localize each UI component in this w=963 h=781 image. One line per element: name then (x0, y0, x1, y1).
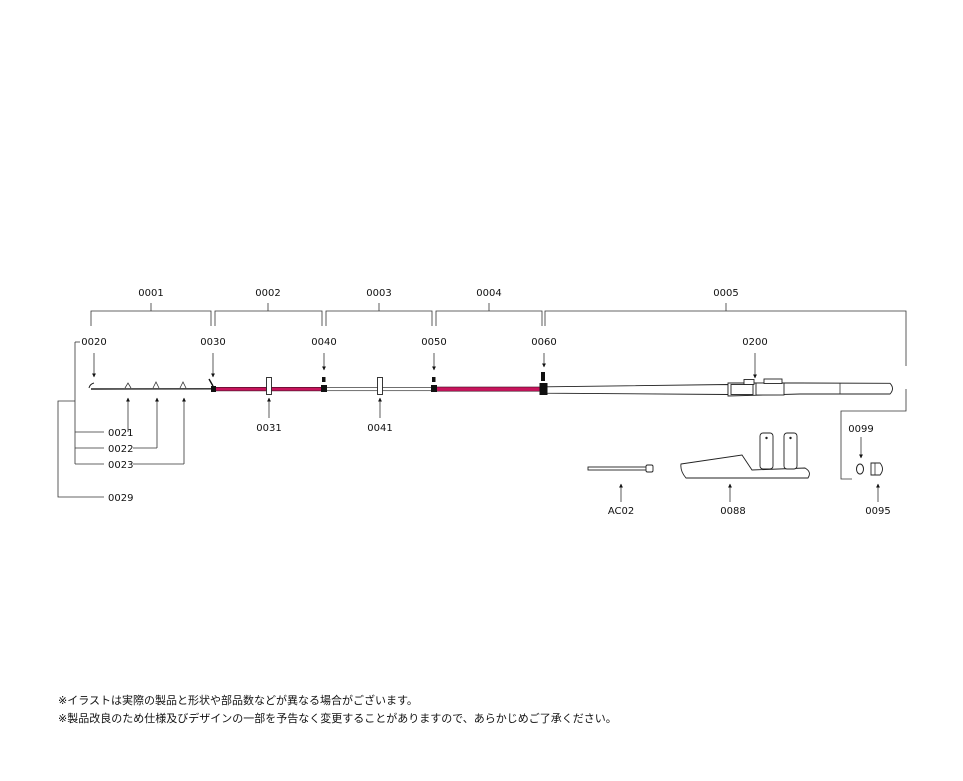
joint-label-0060: 0060 (531, 337, 556, 348)
reel-seat (730, 378, 785, 396)
tip-guides (124, 381, 187, 389)
tip-guide-leaders (57, 341, 186, 498)
guide-label-0031: 0031 (256, 423, 281, 434)
joint-labels: 0020 0030 0040 0050 0060 0200 (81, 337, 767, 348)
guide-0041-part (377, 377, 383, 395)
joint-arrows (92, 353, 757, 379)
fishing-rod (88, 372, 893, 397)
accessory-0099-0095 (840, 389, 907, 502)
section-brackets (90, 303, 907, 366)
guide-0031-part (266, 377, 272, 395)
accessory-label-0088: 0088 (720, 506, 745, 517)
guide-label-0041: 0041 (367, 423, 392, 434)
guide-leaders (267, 397, 382, 418)
joint-label-0040: 0040 (311, 337, 336, 348)
tip-guide-labels: 0021 0022 0023 0029 (108, 428, 133, 504)
joint-label-0020: 0020 (81, 337, 106, 348)
section-label-0003: 0003 (366, 288, 391, 299)
rod-section-0005 (545, 384, 729, 395)
note-spec-change: ※製品改良のため仕様及びデザインの一部を予告なく変更することがありますので、あら… (58, 712, 617, 725)
accessory-label-0099: 0099 (848, 424, 873, 435)
rod-tip (88, 382, 95, 389)
section-labels: 0001 0002 0003 0004 0005 (138, 288, 738, 299)
accessory-label-0095: 0095 (865, 506, 890, 517)
accessory-label-ac02: AC02 (608, 506, 634, 517)
section-label-0004: 0004 (476, 288, 501, 299)
note-illustration: ※イラストは実際の製品と形状や部品数などが異なる場合がございます。 (58, 694, 418, 707)
ferrules (208, 372, 548, 395)
joint-label-0030: 0030 (200, 337, 225, 348)
disclaimer-notes: ※イラストは実際の製品と形状や部品数などが異なる場合がございます。 ※製品改良の… (58, 692, 617, 728)
rod-section-0004 (435, 386, 545, 392)
section-label-0002: 0002 (255, 288, 280, 299)
accessory-0088 (680, 432, 810, 502)
tip-guide-label-0021: 0021 (108, 428, 133, 439)
guide-labels: 0031 0041 (256, 423, 392, 434)
tip-guide-label-0022: 0022 (108, 444, 133, 455)
joint-label-0050: 0050 (421, 337, 446, 348)
accessory-labels: AC02 0088 0099 0095 (608, 424, 891, 517)
joint-label-0200: 0200 (742, 337, 767, 348)
section-label-0005: 0005 (713, 288, 738, 299)
accessory-ac02 (587, 464, 654, 502)
tip-guide-label-0029: 0029 (108, 493, 133, 504)
tip-guide-label-0023: 0023 (108, 460, 133, 471)
section-label-0001: 0001 (138, 288, 163, 299)
